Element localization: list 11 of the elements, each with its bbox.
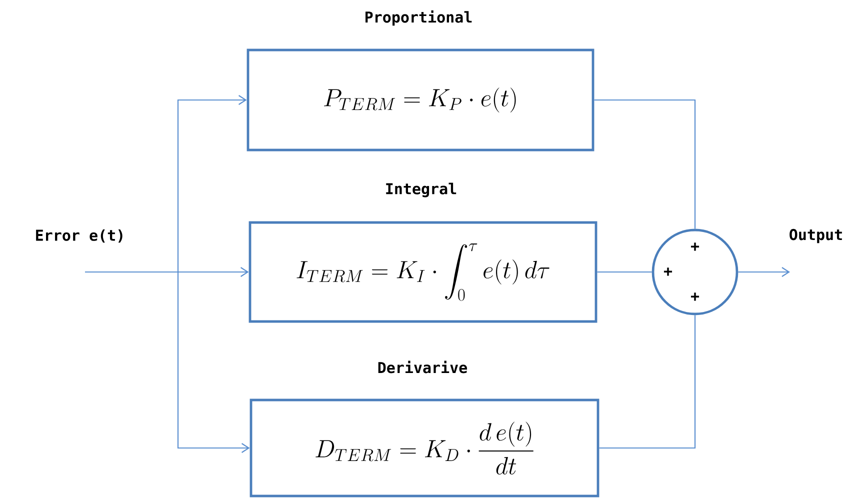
arrow: [738, 267, 790, 277]
summing-junction: + + +: [652, 228, 738, 316]
signal-label: Output: [790, 228, 842, 244]
box-heading: Proportional: [366, 10, 472, 26]
process-box: $D_{TERM} = K_D \cdot \frac{d\, e(t)}{dt}$: [250, 398, 600, 498]
process-box: $P_{TERM} = K_P \cdot e(t)$: [246, 48, 594, 152]
box-heading: Integral: [386, 182, 456, 198]
arrow: [85, 271, 250, 453]
process-box: $I_{TERM} = K_I \cdot \int_0^{\tau} e(t)\, d\tau$: [248, 221, 598, 323]
signal-label: Error e(t): [36, 229, 122, 243]
box-heading: Derivarive: [378, 360, 468, 374]
